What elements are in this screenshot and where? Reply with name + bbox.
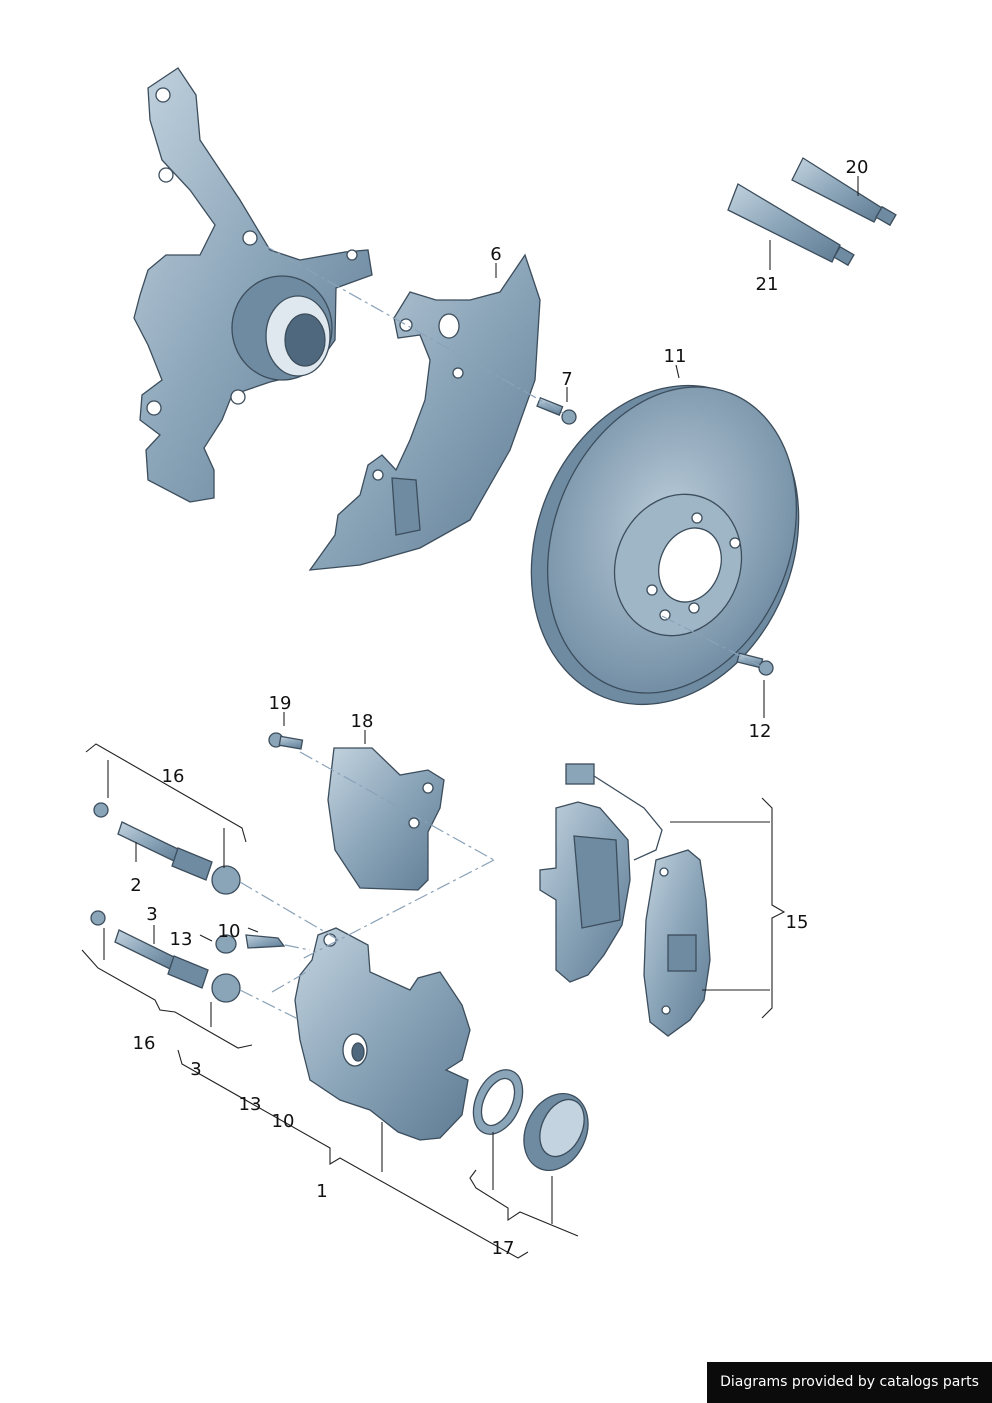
- callout-19: 19: [269, 693, 292, 714]
- bleed-screw-cap: [215, 934, 237, 954]
- brake-caliper: [294, 927, 471, 1141]
- callout-16-upper: 16: [162, 766, 185, 787]
- callout-13-lower: 13: [239, 1094, 262, 1115]
- bleed-screw: [245, 934, 286, 949]
- grease-tube-20: [791, 157, 897, 227]
- callout-13-upper: 13: [170, 929, 193, 950]
- caliper-bracket: [327, 747, 445, 891]
- callout-labels: 1 2 3 3 6 7 10 10 11 12 13 13 15 16 16 1…: [130, 157, 868, 1259]
- callout-2: 2: [130, 875, 141, 896]
- callout-3-lower: 3: [190, 1059, 201, 1080]
- piston-seal-ring: [472, 1069, 524, 1135]
- brake-pad-inner: [539, 801, 631, 983]
- callout-7: 7: [561, 369, 572, 390]
- shield-bolt: [536, 396, 577, 425]
- callout-18: 18: [351, 711, 374, 732]
- callout-3-upper: 3: [146, 904, 157, 925]
- callout-16-lower: 16: [133, 1033, 156, 1054]
- credit-banner[interactable]: Diagrams provided by catalogs parts: [707, 1362, 992, 1403]
- alignment-lines: [239, 243, 761, 1021]
- leader-lines: [81, 176, 859, 1259]
- callout-12: 12: [749, 721, 772, 742]
- callout-20: 20: [846, 157, 869, 178]
- guide-pin-lower: [90, 910, 241, 1003]
- brake-pad-outer: [643, 849, 711, 1037]
- guide-pin-upper: [93, 802, 241, 895]
- callout-21: 21: [756, 274, 779, 295]
- callout-15: 15: [786, 912, 809, 933]
- piston-dust-boot: [523, 1092, 589, 1172]
- steering-knuckle: [133, 67, 373, 503]
- callout-10-upper: 10: [218, 921, 241, 942]
- callout-17: 17: [492, 1238, 515, 1259]
- callout-10-lower: 10: [272, 1111, 295, 1132]
- callout-6: 6: [490, 244, 501, 265]
- brake-disc: [530, 384, 800, 706]
- wear-sensor-wire: [565, 763, 663, 861]
- callout-1: 1: [316, 1181, 327, 1202]
- bracket-bolt: [268, 732, 304, 750]
- grease-tube-21: [727, 183, 855, 267]
- callout-11: 11: [664, 346, 687, 367]
- splash-shield: [308, 253, 541, 571]
